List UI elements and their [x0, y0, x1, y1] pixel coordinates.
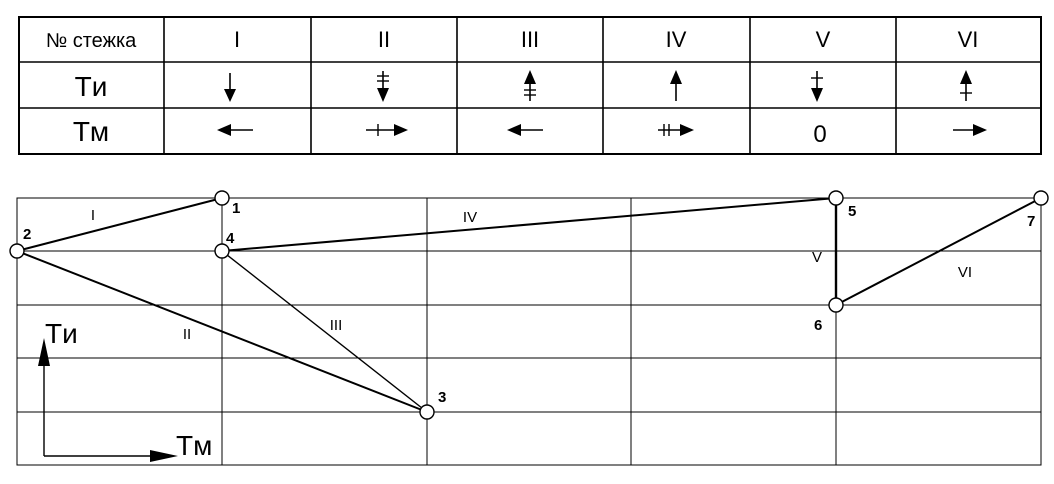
- node-label-1: 1: [232, 200, 240, 217]
- edge-label-v: V: [812, 249, 822, 266]
- column-header-iv: IV: [666, 27, 687, 52]
- stitch-table: № стежка I II III IV V VI Tи Tм: [18, 16, 1042, 155]
- tm-arrow-right: [953, 124, 987, 136]
- ti-arrow-up-double-tick: [524, 70, 536, 101]
- node-4: [214, 243, 230, 259]
- tm-arrow-right-single-tick: [366, 124, 408, 136]
- node-5: [828, 190, 844, 206]
- ti-arrow-up: [670, 70, 682, 101]
- tm-zero-value: 0: [813, 121, 826, 148]
- node-3: [419, 404, 435, 420]
- ti-arrow-down: [224, 73, 236, 102]
- column-header-vi: VI: [958, 27, 979, 52]
- node-label-3: 3: [438, 389, 446, 406]
- node-label-4: 4: [226, 230, 235, 247]
- node-label-2: 2: [23, 226, 31, 243]
- ti-arrow-up-single-tick: [960, 70, 972, 101]
- node-label-7: 7: [1027, 213, 1035, 230]
- ti-arrow-down-single-tick: [811, 71, 823, 102]
- axis-y-arrow: [38, 338, 50, 456]
- column-header-iii: III: [521, 27, 539, 52]
- edge-label-i: I: [91, 207, 95, 224]
- node-2: [9, 243, 25, 259]
- node-label-6: 6: [814, 317, 822, 334]
- tm-arrow-right-double-tick: [658, 124, 694, 136]
- edge-iv: [221, 197, 837, 252]
- edge-label-ii: II: [183, 326, 191, 343]
- axis-y-label: Tи: [45, 318, 78, 349]
- node-7: [1033, 190, 1049, 206]
- node-label-5: 5: [848, 203, 856, 220]
- table-border: [18, 16, 1042, 155]
- edge-label-vi: VI: [958, 264, 972, 281]
- column-header-i: I: [234, 27, 240, 52]
- edge-iii: [221, 250, 428, 413]
- edge-i: [16, 197, 223, 252]
- row-label-tm: Tм: [73, 116, 109, 147]
- node-6: [828, 297, 844, 313]
- table-grid: [19, 17, 1041, 154]
- edge-label-iv: IV: [463, 209, 477, 226]
- axis-x-label: Tм: [176, 430, 212, 461]
- column-header-v: V: [816, 27, 831, 52]
- axis-x-arrow: [44, 450, 178, 462]
- node-1: [214, 190, 230, 206]
- table-corner-label: № стежка: [46, 30, 137, 52]
- edge-ii: [16, 250, 428, 413]
- column-header-ii: II: [378, 27, 390, 52]
- diagram-grid: [16, 197, 1042, 466]
- tm-arrow-left: [217, 124, 253, 136]
- edge-vi: [835, 197, 1042, 306]
- row-label-ti: Tи: [75, 71, 108, 102]
- edge-label-iii: III: [330, 317, 343, 334]
- tm-arrow-left-2: [507, 124, 543, 136]
- ti-arrow-down-double-tick: [377, 71, 389, 102]
